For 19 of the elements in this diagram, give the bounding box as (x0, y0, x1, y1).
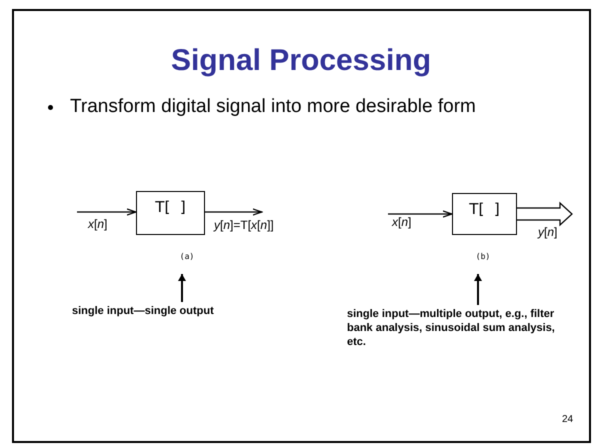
arrow (178, 274, 186, 302)
bullet-text: Transform digital signal into more desirable form (70, 96, 477, 118)
signal-label: x[n] (392, 215, 412, 229)
caption-text: single input—multiple output, e.g., filter bank analysis, sinusoidal sum analysis, etc. (347, 308, 567, 352)
double-line-arrow (516, 202, 573, 226)
signal-label: y[n]=T[x[n]] (214, 218, 274, 232)
figure-tag: (b) (468, 250, 498, 264)
system-box: T[ ] (452, 193, 517, 235)
slide-title: Signal Processing (170, 44, 432, 78)
figure-tag: (a) (172, 250, 202, 264)
arrow (205, 208, 263, 216)
caption-text: single input—single output (72, 305, 262, 319)
system-box: T[ ] (136, 191, 205, 235)
signal-label: x[n] (88, 217, 108, 231)
arrow (77, 208, 137, 216)
arrow (388, 210, 453, 218)
signal-label: y[n] (538, 225, 558, 239)
arrow (474, 274, 482, 305)
page-number: 24 (562, 414, 574, 426)
